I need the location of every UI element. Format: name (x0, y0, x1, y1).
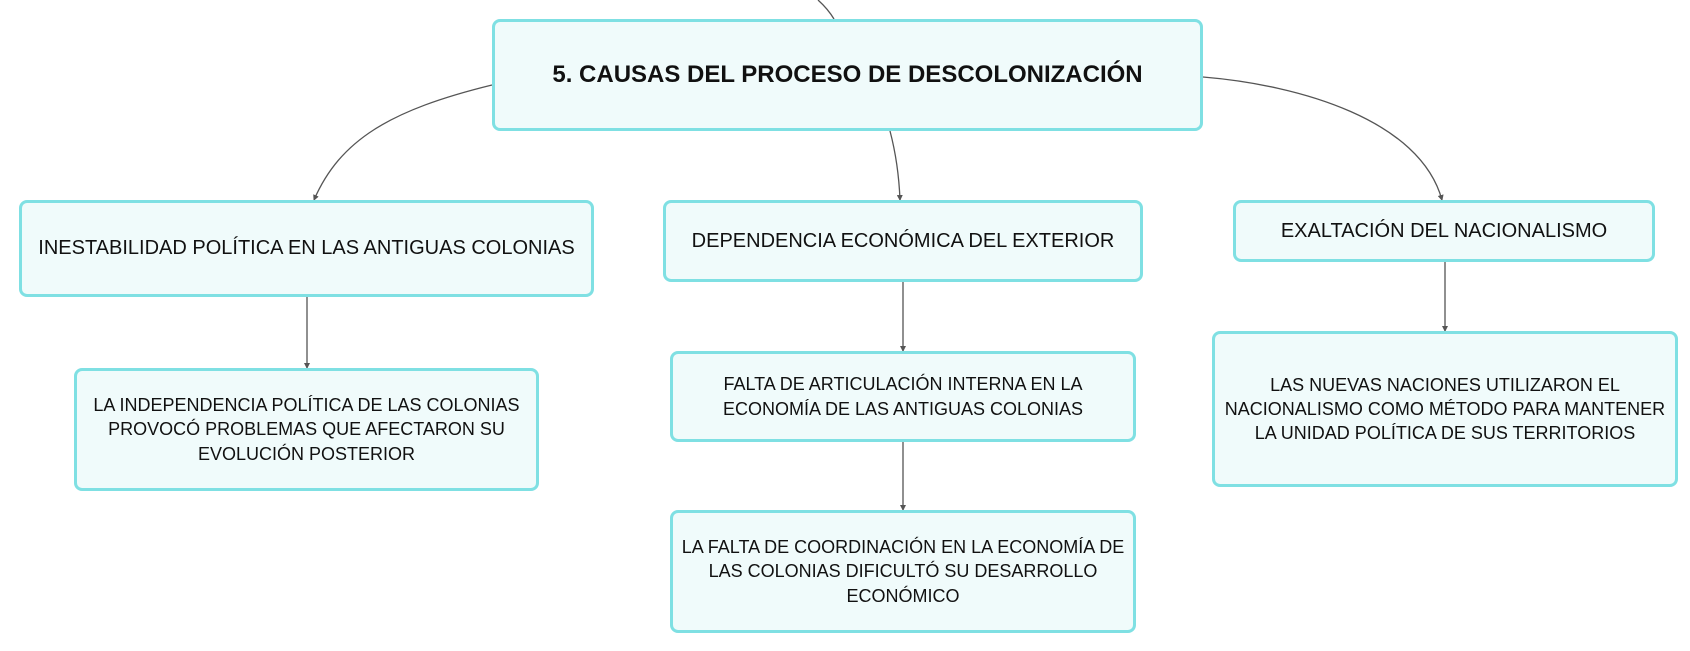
node-falta-articulacion[interactable]: FALTA DE ARTICULACIÓN INTERNA EN LA ECON… (670, 351, 1136, 442)
node-label: EXALTACIÓN DEL NACIONALISMO (1280, 219, 1608, 242)
node-label: DEPENDENCIA ECONÓMICA DEL EXTERIOR (691, 229, 1115, 252)
node-falta-coordinacion[interactable]: LA FALTA DE COORDINACIÓN EN LA ECONOMÍA … (670, 510, 1136, 633)
node-dependencia-economica[interactable]: DEPENDENCIA ECONÓMICA DEL EXTERIOR (663, 200, 1143, 282)
node-inestabilidad-politica[interactable]: INESTABILIDAD POLÍTICA EN LAS ANTIGUAS C… (19, 200, 594, 297)
node-label: LAS NUEVAS NACIONES UTILIZARON EL NACION… (1224, 374, 1666, 444)
node-label: LA INDEPENDENCIA POLÍTICA DE LAS COLONIA… (93, 395, 520, 464)
node-label: INESTABILIDAD POLÍTICA EN LAS ANTIGUAS C… (38, 237, 575, 259)
connector-root-exaltacion (1202, 76, 1444, 201)
node-exaltacion-nacionalismo[interactable]: EXALTACIÓN DEL NACIONALISMO (1233, 200, 1655, 262)
node-label: FALTA DE ARTICULACIÓN INTERNA EN LA ECON… (722, 374, 1084, 419)
node-independencia-politica[interactable]: LA INDEPENDENCIA POLÍTICA DE LAS COLONIA… (74, 368, 539, 491)
connector-root-inestabilidad (313, 84, 493, 201)
node-nuevas-naciones[interactable]: LAS NUEVAS NACIONES UTILIZARON EL NACION… (1212, 331, 1678, 487)
connector-parent-root (817, 0, 835, 20)
root-title: 5. CAUSAS DEL PROCESO DE DESCOLONIZACIÓN (552, 60, 1143, 88)
node-label: LA FALTA DE COORDINACIÓN EN LA ECONOMÍA … (681, 537, 1125, 606)
connector-root-dependencia (889, 130, 903, 201)
root-node[interactable]: 5. CAUSAS DEL PROCESO DE DESCOLONIZACIÓN (492, 19, 1203, 131)
